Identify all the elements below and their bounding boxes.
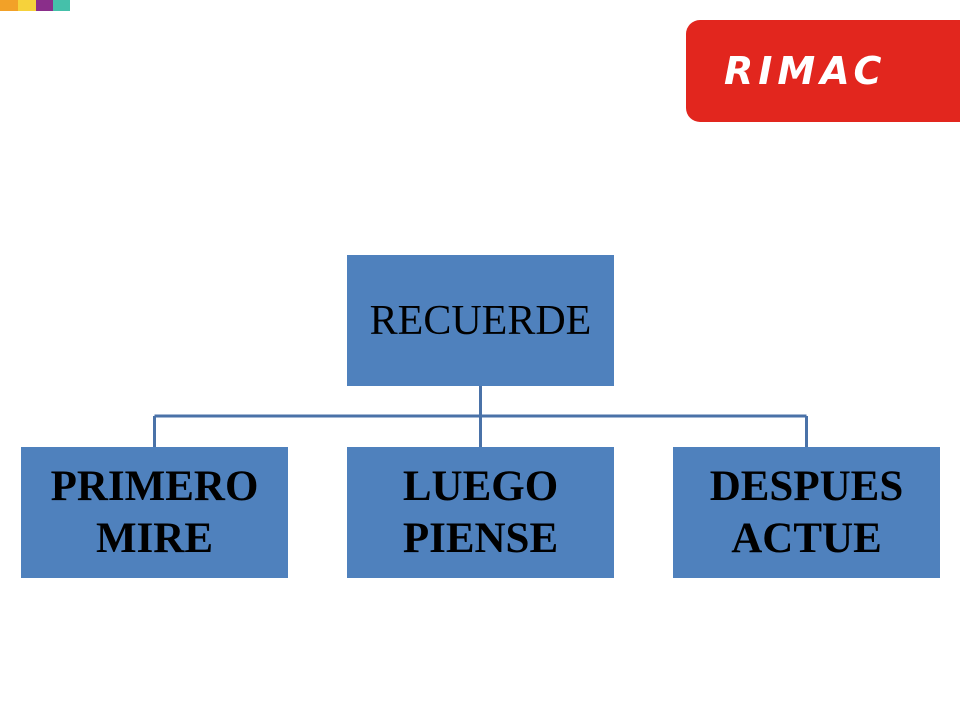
child-node-luego-piense: LUEGO PIENSE [347, 447, 614, 578]
child-node-line2: MIRE [95, 514, 214, 562]
child-node-primero-mire: PRIMERO MIRE [21, 447, 288, 578]
child-node-despues-actue: DESPUES ACTUE [673, 447, 940, 578]
root-node-label: RECUERDE [369, 297, 592, 344]
rimac-logo: RIMAC [686, 20, 960, 122]
child-node-line2: PIENSE [402, 514, 559, 562]
brand-color-strip [0, 0, 70, 11]
brand-strip-segment [18, 0, 36, 11]
root-node-recuerde: RECUERDE [347, 255, 614, 386]
child-node-line1: PRIMERO [50, 462, 259, 510]
brand-strip-segment [0, 0, 18, 11]
child-node-line1: LUEGO [402, 462, 559, 510]
brand-strip-segment [53, 0, 70, 11]
logo-text: RIMAC [724, 49, 887, 93]
child-node-line1: DESPUES [709, 462, 904, 510]
child-node-line2: ACTUE [731, 514, 882, 562]
brand-strip-segment [36, 0, 53, 11]
